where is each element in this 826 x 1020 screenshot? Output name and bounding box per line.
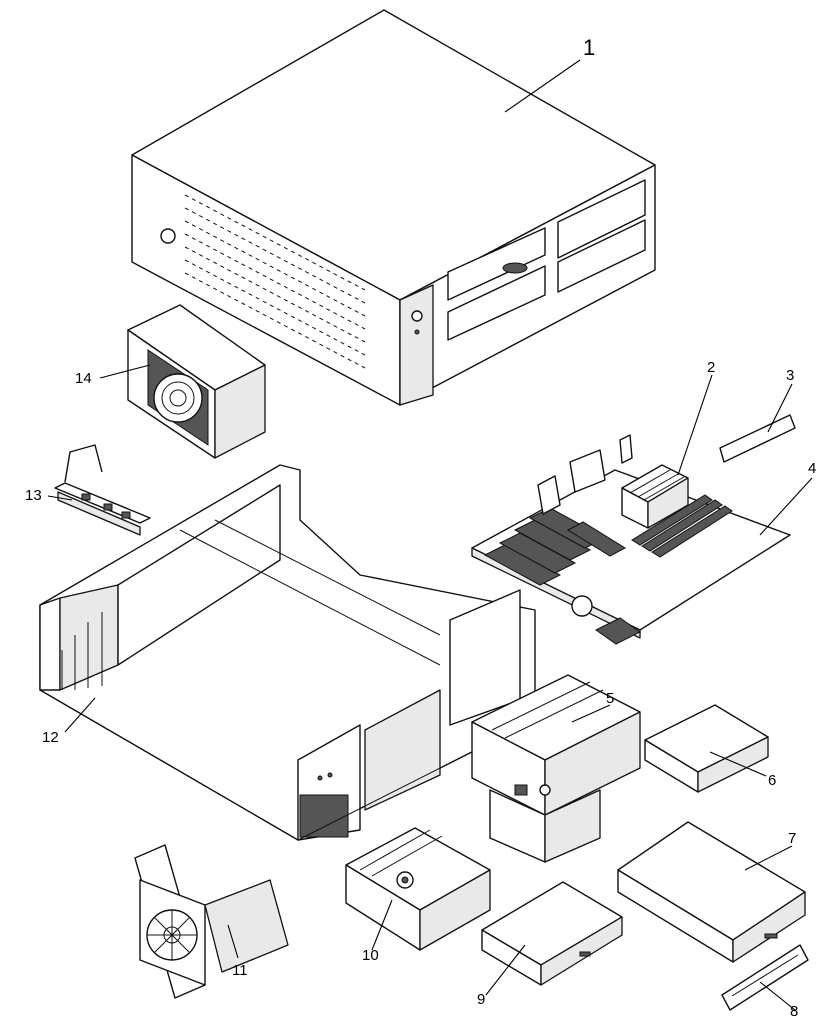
callout-6: 6 — [768, 772, 776, 789]
memory-slots — [631, 494, 733, 558]
leader-9 — [485, 944, 526, 996]
callout-3: 3 — [786, 367, 794, 384]
leader-11 — [227, 924, 239, 959]
part-8-bezel-filler — [721, 944, 809, 1011]
leader-13 — [47, 495, 73, 501]
callout-7: 7 — [788, 830, 796, 847]
leader-14 — [99, 364, 151, 379]
part-2-microprocessor-heatsink — [621, 464, 689, 529]
part-7-cd-rom-drive — [617, 821, 806, 963]
part-1-system-cover — [131, 9, 656, 406]
callout-11: 11 — [232, 962, 248, 979]
part-12-chassis — [39, 464, 536, 841]
part-6-hard-disk-drive — [644, 704, 769, 793]
part-3-memory-module — [719, 414, 796, 463]
part-11-fan-assembly — [134, 844, 289, 999]
leader-7 — [744, 845, 793, 871]
part-13-latch-bracket — [54, 444, 151, 536]
leader-4 — [759, 477, 813, 536]
expansion-slots — [483, 507, 627, 586]
leader-1 — [504, 59, 581, 113]
part-9-diskette-drive — [481, 881, 623, 986]
callout-4: 4 — [808, 460, 816, 477]
callout-1: 1 — [583, 35, 595, 60]
callout-12: 12 — [42, 729, 59, 746]
part-14-power-supply — [127, 304, 266, 459]
callout-13: 13 — [25, 487, 42, 504]
part-5-drive-cage — [471, 674, 641, 863]
leader-3 — [767, 383, 793, 433]
callout-5: 5 — [606, 690, 614, 707]
part-10-drive-bracket — [345, 827, 491, 951]
leader-5 — [571, 704, 611, 723]
leader-12 — [64, 697, 96, 733]
callout-8: 8 — [790, 1003, 798, 1020]
callout-9: 9 — [477, 991, 485, 1008]
part-4-system-board — [471, 434, 791, 645]
leader-6 — [709, 751, 767, 777]
callout-10: 10 — [362, 947, 379, 964]
leader-10 — [371, 899, 393, 951]
callout-2: 2 — [707, 359, 715, 376]
leader-8 — [759, 981, 796, 1011]
leader-2 — [677, 374, 713, 476]
callout-14: 14 — [75, 370, 92, 387]
